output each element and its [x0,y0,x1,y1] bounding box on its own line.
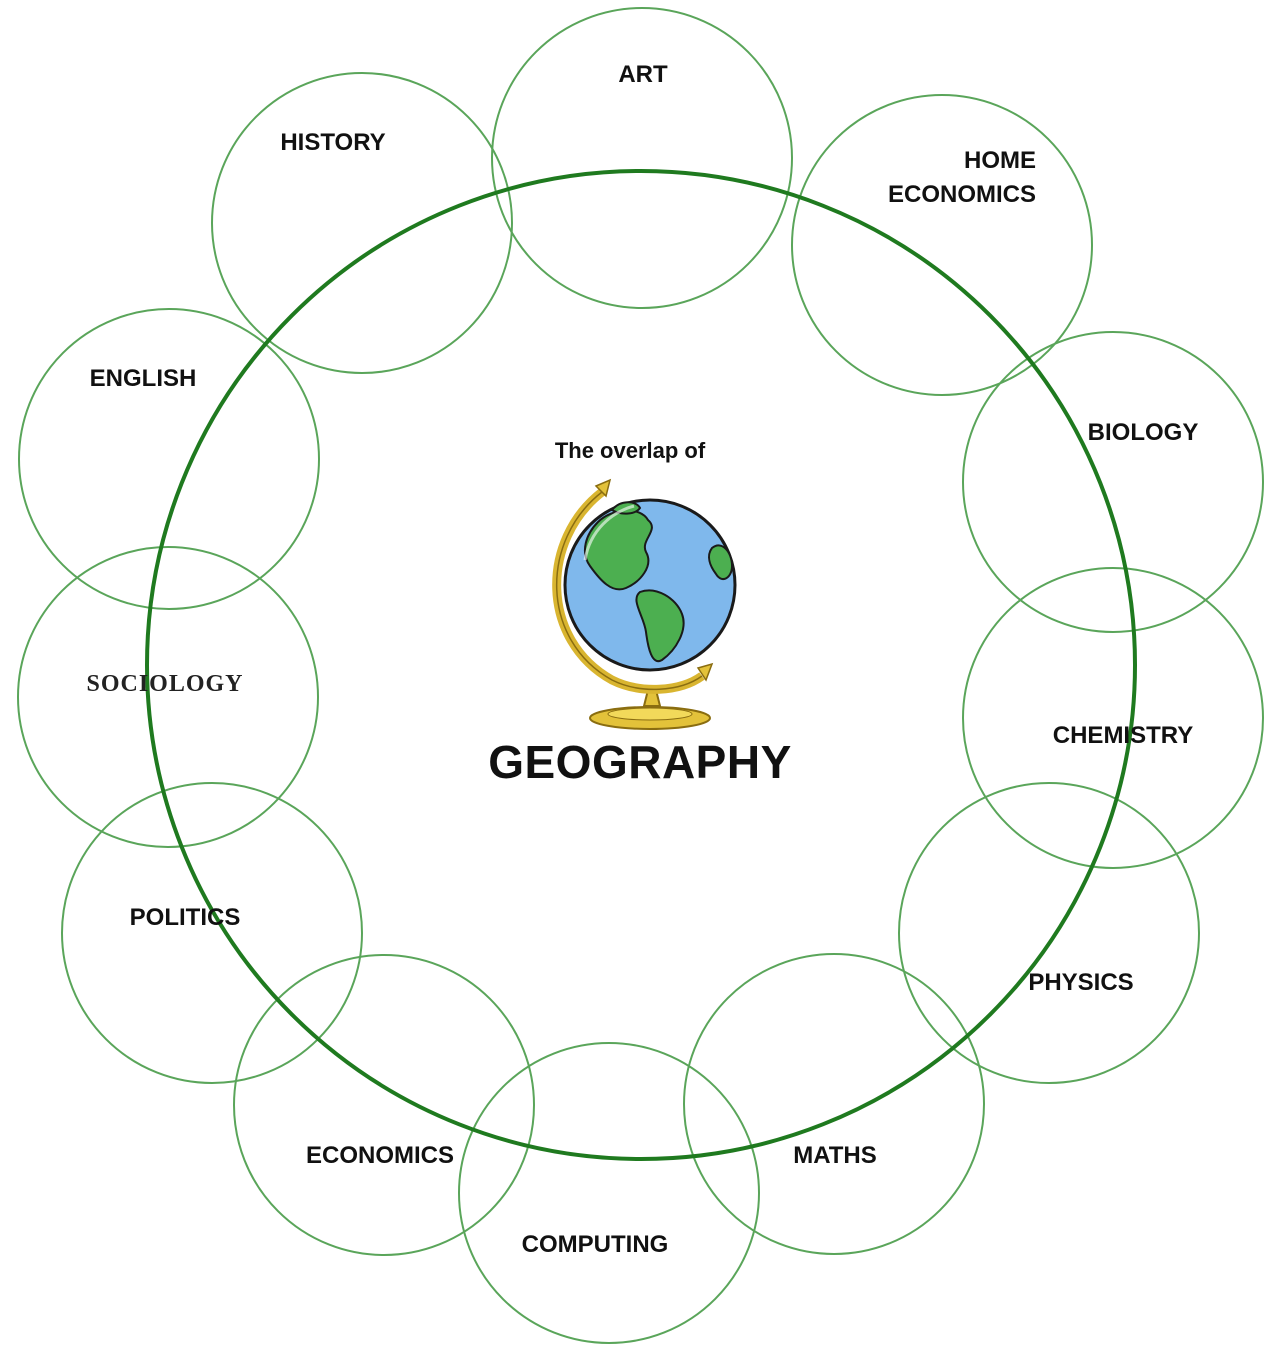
subject-ring-history [212,73,512,373]
subject-label-physics: PHYSICS [1006,966,1156,1000]
subject-ring-biology [963,332,1263,632]
globe-icon [557,480,735,729]
subject-ring-home-economics [792,95,1092,395]
subject-label-home-economics: HOME ECONOMICS [850,144,1036,212]
subject-ring-art [492,8,792,308]
subject-label-history: HISTORY [258,126,408,160]
subject-label-economics: ECONOMICS [280,1139,480,1173]
subject-label-english: ENGLISH [70,362,216,396]
subject-label-computing: COMPUTING [495,1228,695,1262]
subject-label-sociology: SOCIOLOGY [70,667,260,701]
subject-label-art: ART [585,58,701,92]
subject-ring-chemistry [963,568,1263,868]
subject-label-biology: BIOLOGY [1070,416,1216,450]
diagram-intro: The overlap of [480,438,780,464]
subject-ring-physics [899,783,1199,1083]
subject-label-chemistry: CHEMISTRY [1030,719,1216,753]
subject-label-politics: POLITICS [105,901,265,935]
subject-ring-english [19,309,319,609]
subject-label-maths: MATHS [770,1139,900,1173]
diagram-title: GEOGRAPHY [430,735,850,789]
